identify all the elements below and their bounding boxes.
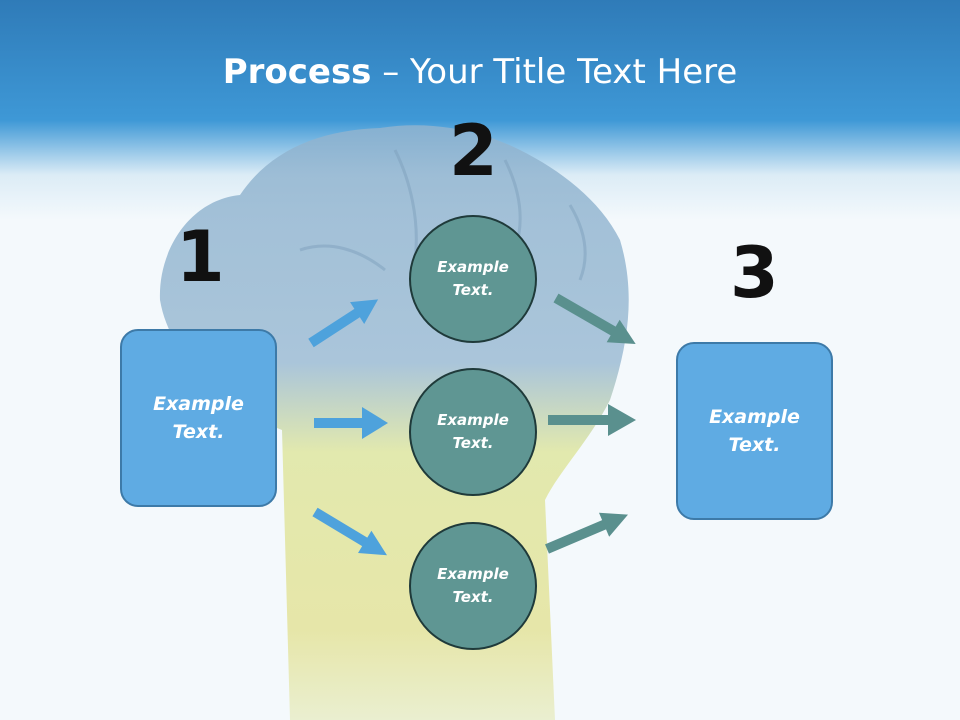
right-box-text: Example Text. bbox=[709, 405, 800, 457]
slide-title: Process – Your Title Text Here bbox=[0, 52, 960, 92]
step-number-3: 3 bbox=[730, 232, 779, 314]
arrow-middle-to-right bbox=[548, 404, 636, 436]
arrow-bottom-to-right bbox=[545, 512, 629, 554]
left-box: Example Text. bbox=[120, 329, 277, 507]
arrow-left-to-top bbox=[308, 299, 379, 348]
title-rest: – Your Title Text Here bbox=[371, 52, 738, 92]
circle-top-text: Example Text. bbox=[437, 257, 509, 299]
arrow-top-to-right bbox=[553, 293, 636, 344]
left-box-text: Example Text. bbox=[153, 392, 244, 444]
title-bold: Process bbox=[222, 52, 372, 92]
arrow-left-to-bottom bbox=[312, 507, 388, 556]
circle-top: Example Text. bbox=[409, 215, 537, 343]
step-number-2: 2 bbox=[449, 110, 498, 192]
right-box: Example Text. bbox=[676, 342, 833, 520]
circle-middle-text: Example Text. bbox=[437, 410, 509, 452]
circle-bottom: Example Text. bbox=[409, 522, 537, 650]
circle-middle: Example Text. bbox=[409, 368, 537, 496]
arrow-left-to-middle bbox=[314, 407, 388, 439]
step-number-1: 1 bbox=[176, 216, 225, 298]
circle-bottom-text: Example Text. bbox=[437, 564, 509, 606]
